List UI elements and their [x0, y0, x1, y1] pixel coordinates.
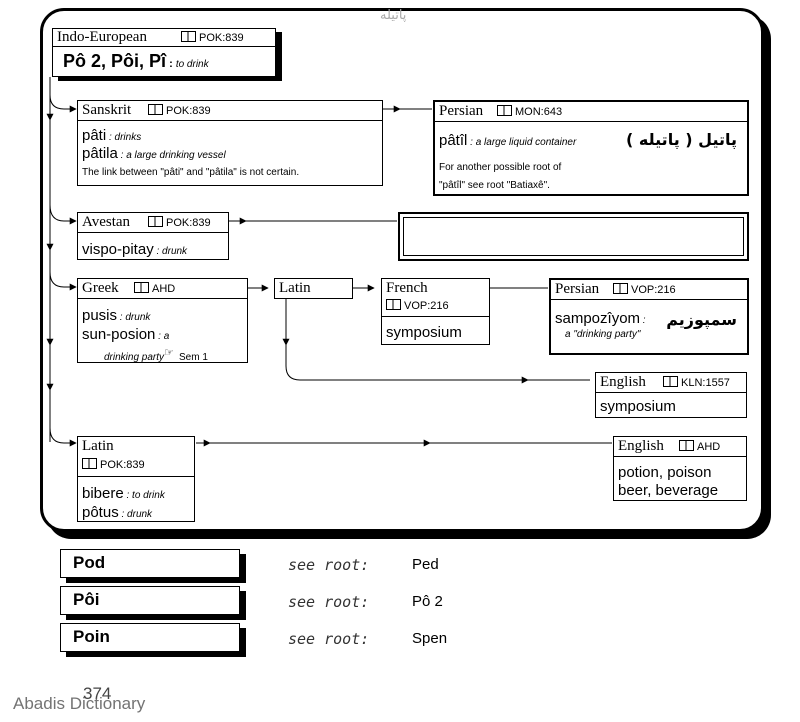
avestan-ref: POK:839 [148, 216, 211, 230]
english-box-2: English AHD potion, poison beer, beverag… [613, 436, 747, 501]
persian2-gloss: a "drinking party" [565, 329, 641, 340]
greek-box: Greek AHD pusis : drunk sun-posion : a d… [77, 278, 248, 363]
english1-header: English KLN:1557 [596, 373, 746, 393]
latin-box-mid: Latin [274, 278, 353, 299]
greek-ref: AHD [134, 282, 175, 296]
avestan-language: Avestan [82, 214, 131, 230]
see-root-label: see root: [288, 630, 370, 648]
see-root-link-spen[interactable]: Spen [412, 630, 448, 647]
english1-language: English [600, 374, 646, 390]
greek-entry-1: pusis : drunk [82, 307, 151, 324]
see-root-label: see root: [288, 593, 370, 611]
see-root-box-poin[interactable]: Poin [60, 623, 240, 652]
book-icon [386, 299, 401, 310]
english1-ref: KLN:1557 [663, 376, 730, 390]
see-root-box-poi[interactable]: Pôi [60, 586, 240, 615]
persian-box-2: Persian VOP:216 sampozîyom : a "drinking… [549, 278, 749, 355]
semantic-ref: Sem 1 [179, 352, 208, 363]
greek-language: Greek [82, 280, 119, 296]
book-icon [134, 282, 149, 293]
persian2-script: سمپوزیم [666, 310, 737, 329]
latin2-language: Latin [82, 438, 114, 454]
latin2-ref: POK:839 [82, 458, 145, 471]
persian-box-1: Persian MON:643 pâtîl : a large liquid c… [433, 100, 749, 196]
book-icon [181, 31, 196, 42]
persian1-language: Persian [439, 103, 484, 119]
avestan-header: Avestan POK:839 [78, 213, 228, 233]
book-icon [497, 105, 512, 116]
french-box: French VOP:216 symposium [381, 278, 490, 345]
pointing-hand-icon: ☞ [164, 346, 174, 359]
root-title-line: Pô 2, Pôi, Pî : to drink [63, 51, 209, 71]
book-icon [613, 283, 628, 294]
sanskrit-header: Sanskrit POK:839 [78, 101, 382, 121]
page-number: 374 [83, 684, 112, 703]
book-icon [679, 440, 694, 451]
latin2-entry-1: bibere : to drink [82, 485, 165, 502]
avestan-entry: vispo-pitay : drunk [82, 241, 188, 258]
sanskrit-box: Sanskrit POK:839 pâti : drinks pâtila : … [77, 100, 383, 186]
english-box-1: English KLN:1557 symposium [595, 372, 747, 418]
french-language: French [386, 280, 428, 296]
book-icon [148, 104, 163, 115]
english2-header: English AHD [614, 437, 746, 457]
see-root-link-ped[interactable]: Ped [412, 556, 439, 573]
persian1-ref: MON:643 [497, 105, 562, 119]
english2-ref: AHD [679, 440, 720, 454]
persian1-header: Persian MON:643 [435, 102, 747, 122]
book-icon [663, 376, 678, 387]
book-icon [148, 216, 163, 227]
see-root-label: see root: [288, 556, 370, 574]
see-root-box-pod[interactable]: Pod [60, 549, 240, 578]
sanskrit-entry-2: pâtila : a large drinking vessel [82, 145, 226, 162]
root-ref: POK:839 [181, 31, 244, 45]
root-box: Indo-European POK:839 Pô 2, Pôi, Pî : to… [52, 28, 276, 77]
latin-box-2: Latin POK:839 bibere : to drink pôtus : … [77, 436, 195, 522]
french-ref: VOP:216 [386, 299, 449, 312]
english2-entry-2: beer, beverage [618, 482, 719, 499]
english2-entry-1: potion, poison [618, 464, 712, 481]
sanskrit-language: Sanskrit [82, 102, 132, 118]
root-gloss: to drink [175, 59, 209, 70]
persian1-entry: pâtîl : a large liquid container [439, 132, 577, 149]
persian2-entry: sampozîyom : [555, 310, 646, 327]
persian2-ref: VOP:216 [613, 283, 676, 297]
english1-entry: symposium [600, 398, 676, 415]
latin2-entry-2: pôtus : drunk [82, 504, 153, 521]
root-header: Indo-European POK:839 [53, 29, 275, 47]
book-icon [82, 458, 97, 469]
sanskrit-note: The link between "pâti" and "pâtila" is … [82, 167, 300, 178]
sanskrit-entry-1: pâti : drinks [82, 127, 142, 144]
root-title: Pô 2, Pôi, Pî [63, 51, 167, 71]
empty-box [398, 212, 749, 261]
persian1-script: پاتیل ( پاتیله ) [626, 130, 737, 149]
greek-entry-2-cont: drinking party☞ Sem 1 [104, 346, 208, 363]
greek-header: Greek AHD [78, 279, 247, 299]
french-entry: symposium [386, 324, 462, 341]
persian1-note-1: For another possible root of [439, 162, 562, 173]
root-language: Indo-European [57, 29, 147, 45]
empty-box-inner [403, 217, 744, 256]
watermark-top: پاتیله [380, 8, 407, 23]
see-root-link-po2[interactable]: Pô 2 [412, 593, 443, 610]
avestan-box: Avestan POK:839 vispo-pitay : drunk [77, 212, 229, 260]
english2-language: English [618, 438, 664, 454]
sanskrit-ref: POK:839 [148, 104, 211, 118]
persian2-header: Persian VOP:216 [551, 280, 747, 300]
persian1-note-2: "pâtîl" see root "Batiaxê". [439, 180, 550, 191]
brand-watermark: Abadis Dictionary [13, 694, 146, 713]
persian2-language: Persian [555, 281, 600, 297]
greek-entry-2: sun-posion : a [82, 326, 170, 343]
